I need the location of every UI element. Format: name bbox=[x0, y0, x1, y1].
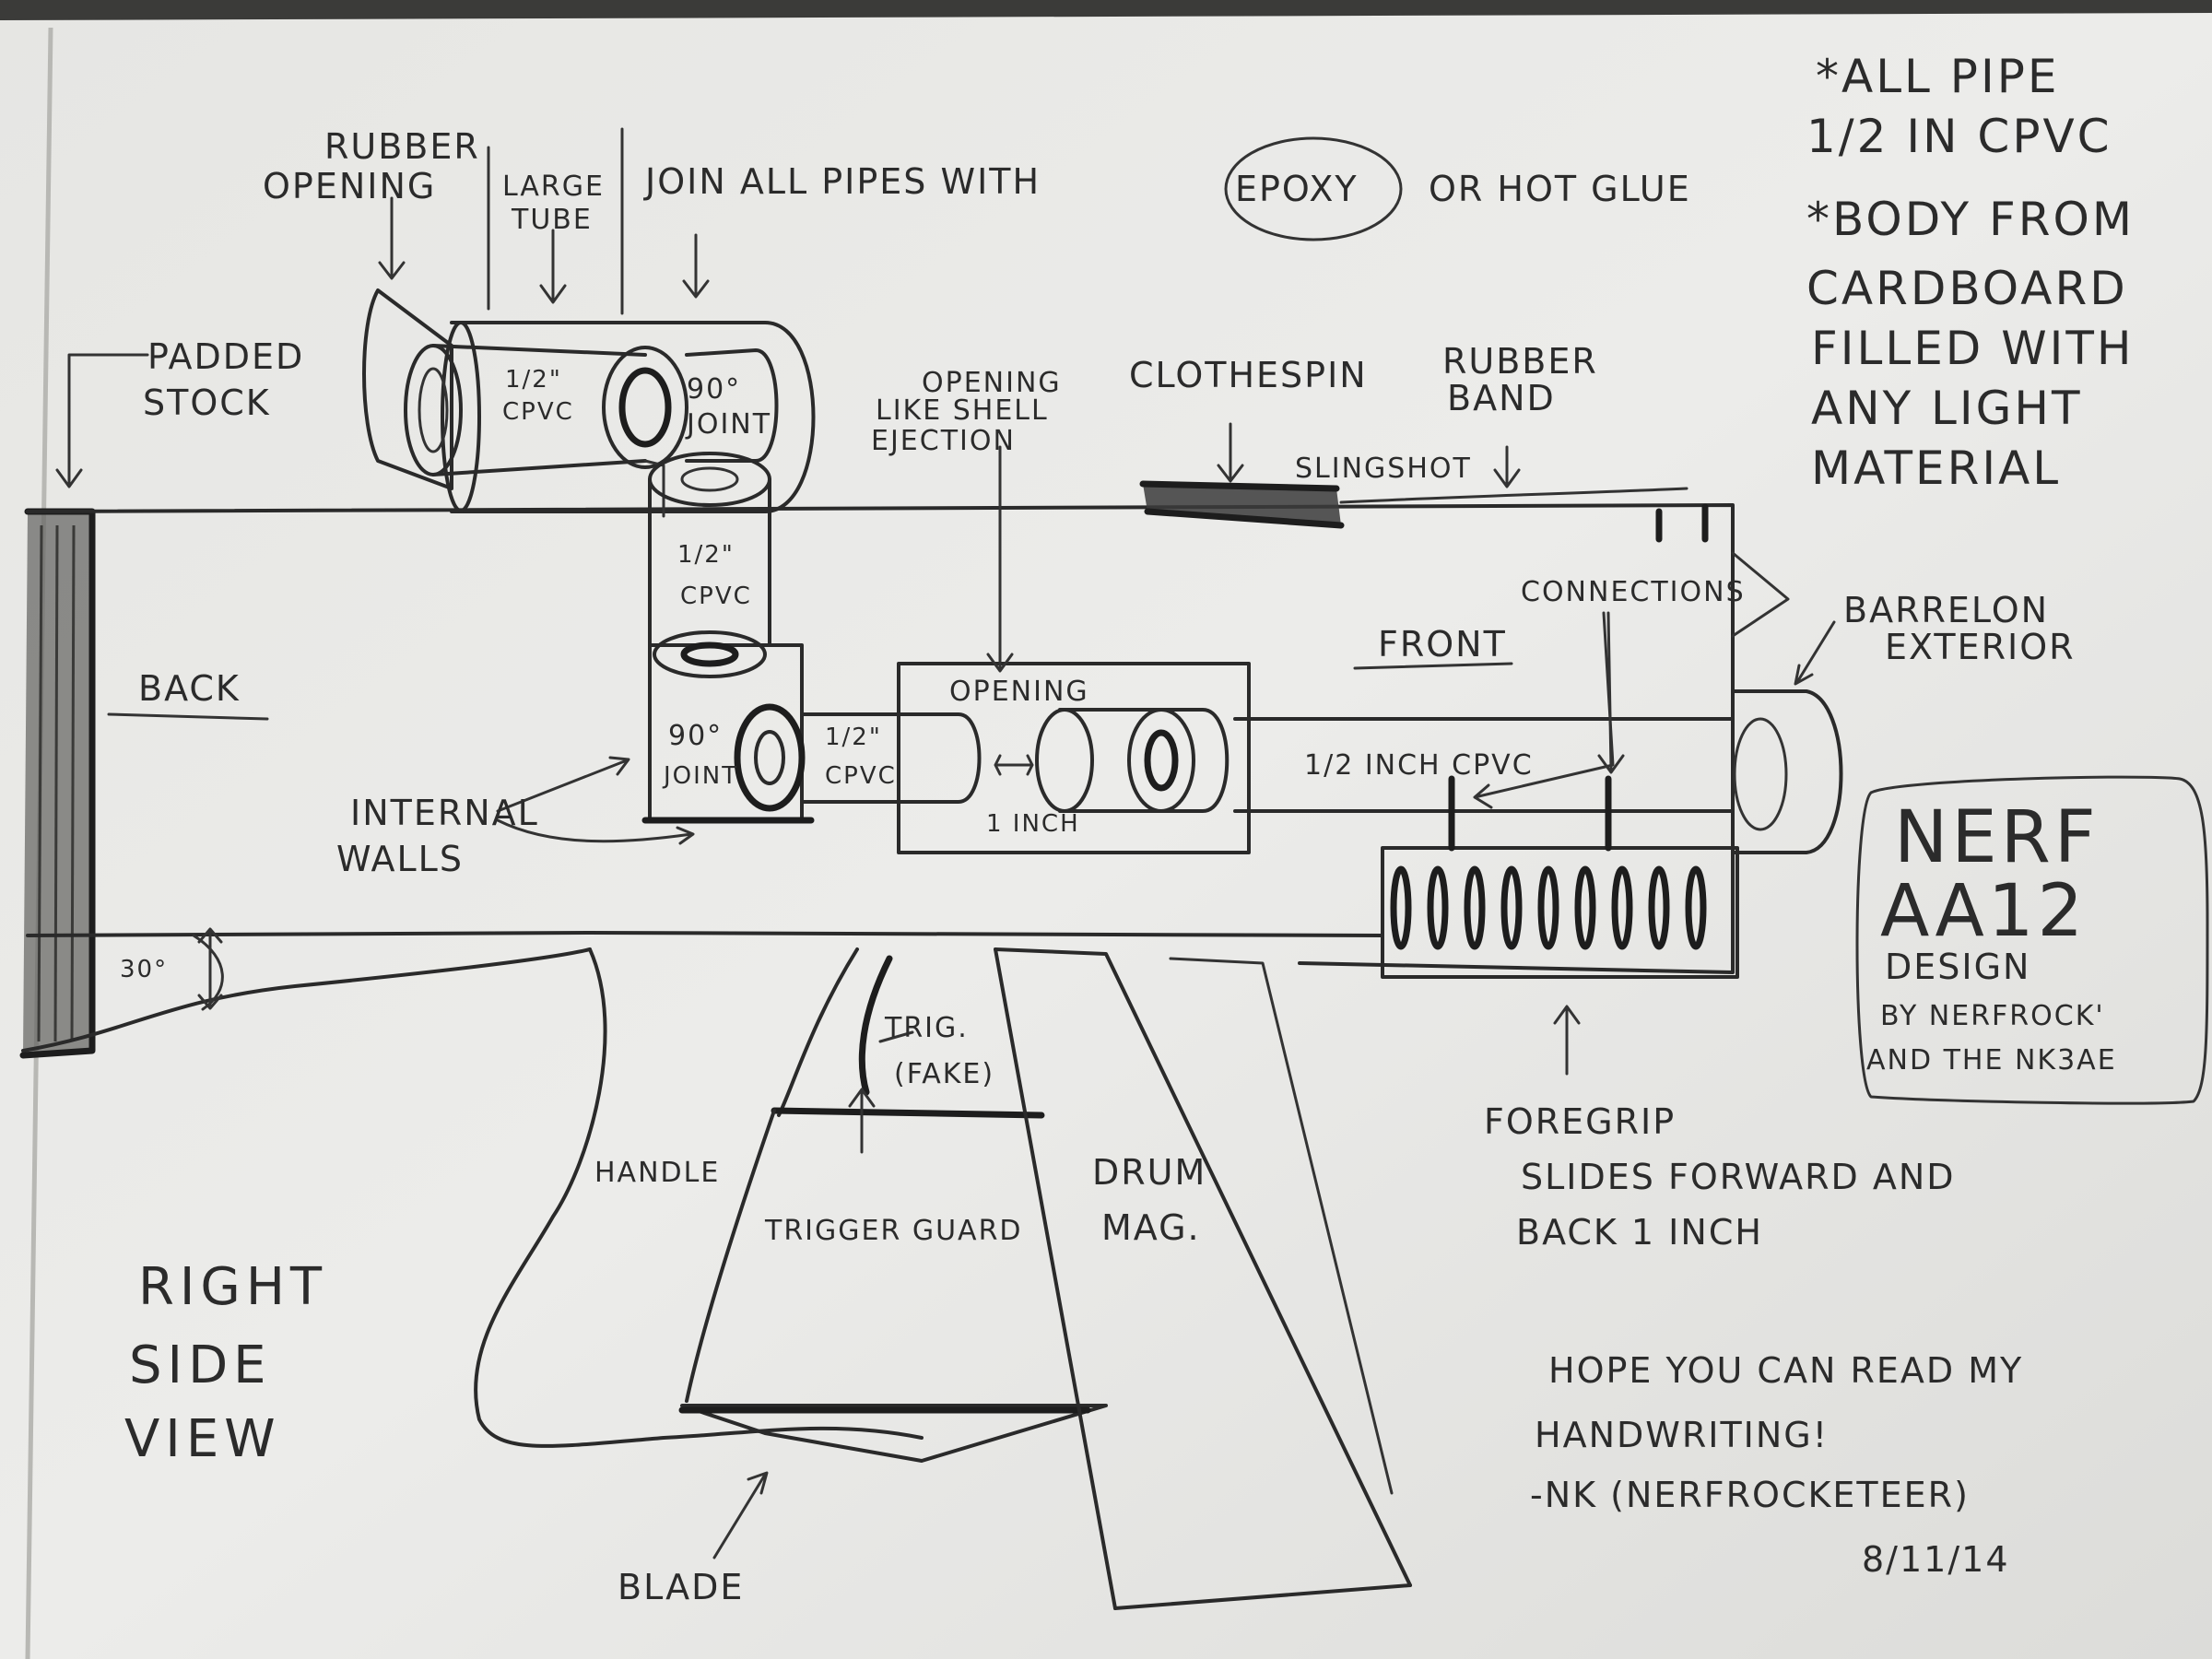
label-internal: INTERNAL bbox=[350, 793, 539, 833]
note-body-4: ANY LIGHT bbox=[1811, 382, 2083, 435]
inner-pipe bbox=[800, 662, 1735, 854]
label-opening: OPENING bbox=[949, 676, 1089, 708]
label-opening-shell-2: LIKE SHELL bbox=[876, 394, 1049, 427]
note-pipe-2: 1/2 IN CPVC bbox=[1806, 110, 2112, 163]
label-joint-bottom-1: 90° bbox=[668, 720, 723, 752]
label-large-tube-1: LARGE bbox=[502, 171, 605, 203]
label-barrel-2: EXTERIOR bbox=[1885, 627, 2076, 667]
label-front: FRONT bbox=[1378, 624, 1507, 665]
lower-joint bbox=[641, 630, 815, 824]
label-handle: HANDLE bbox=[594, 1157, 720, 1189]
label-hot-glue: OR HOT GLUE bbox=[1429, 169, 1691, 209]
vertical-pipe bbox=[648, 452, 771, 647]
back-underline bbox=[107, 712, 269, 721]
label-cpvc-top-1: 1/2" bbox=[505, 366, 562, 394]
note-pipe-1: *ALL PIPE bbox=[1816, 50, 2059, 103]
label-side: SIDE bbox=[129, 1335, 272, 1395]
label-large-tube-2: TUBE bbox=[511, 204, 593, 236]
paper-top-edge bbox=[0, 0, 2212, 20]
rubber-band bbox=[1339, 487, 1709, 543]
label-cpvc-vert-1: 1/2" bbox=[677, 541, 735, 569]
label-mag: MAG. bbox=[1101, 1207, 1201, 1248]
label-foregrip-2: SLIDES FORWARD AND bbox=[1521, 1157, 1956, 1197]
label-connections: CONNECTIONS bbox=[1521, 576, 1746, 608]
label-slingshot: SLINGSHOT bbox=[1295, 453, 1472, 485]
label-angle: 30° bbox=[120, 956, 168, 983]
label-opening-shell-3: EJECTION bbox=[871, 425, 1016, 457]
label-back: BACK bbox=[138, 668, 241, 709]
note-body-2: CARDBOARD bbox=[1806, 262, 2128, 315]
label-right: RIGHT bbox=[138, 1257, 327, 1317]
label-half-inch-cpvc: 1/2 INCH CPVC bbox=[1304, 749, 1534, 782]
label-rubber-band-2: BAND bbox=[1447, 378, 1556, 418]
label-cpvc-vert-2: CPVC bbox=[680, 582, 752, 610]
label-trigger-2: (FAKE) bbox=[894, 1058, 994, 1090]
label-one-inch: 1 INCH bbox=[986, 810, 1080, 838]
subtitle-by: BY NERFROCK' bbox=[1880, 1000, 2105, 1032]
clothespin bbox=[1139, 480, 1345, 529]
label-foregrip-3: BACK 1 INCH bbox=[1516, 1212, 1763, 1253]
label-rubber-band-1: RUBBER bbox=[1442, 341, 1598, 382]
note-body-3: FILLED WITH bbox=[1811, 322, 2135, 375]
label-cpvc-bottom-2: CPVC bbox=[825, 762, 897, 790]
subtitle-design: DESIGN bbox=[1885, 947, 2030, 987]
title-aa12: AA12 bbox=[1880, 870, 2087, 953]
label-joint-top-2: JOINT bbox=[685, 408, 771, 441]
label-stock: STOCK bbox=[143, 382, 271, 423]
label-padded: PADDED bbox=[147, 336, 304, 377]
label-joint-bottom-2: JOINT bbox=[662, 762, 738, 790]
label-walls: WALLS bbox=[336, 839, 464, 879]
label-view: VIEW bbox=[124, 1409, 281, 1469]
barrel-exterior bbox=[1731, 689, 1843, 854]
foregrip bbox=[1381, 775, 1739, 979]
front-underline bbox=[1353, 662, 1513, 670]
signature-line-2: HANDWRITING! bbox=[1535, 1415, 1829, 1455]
note-body-1: *BODY FROM bbox=[1806, 193, 2135, 246]
label-drum: DRUM bbox=[1092, 1152, 1206, 1193]
note-body-5: MATERIAL bbox=[1811, 441, 2061, 495]
label-cpvc-top-2: CPVC bbox=[502, 398, 574, 426]
angle-marker bbox=[192, 927, 224, 1011]
title-box bbox=[1855, 775, 2209, 1105]
label-epoxy: EPOXY bbox=[1235, 169, 1359, 209]
label-blade: BLADE bbox=[618, 1567, 744, 1607]
padded-stock-pad bbox=[19, 508, 96, 1059]
signature-line-3: -NK (NERFROCKETEER) bbox=[1530, 1475, 1970, 1515]
label-rubber-2: OPENING bbox=[263, 166, 436, 206]
label-foregrip-1: FOREGRIP bbox=[1484, 1101, 1676, 1142]
handle bbox=[474, 947, 1108, 1463]
label-rubber-1: RUBBER bbox=[324, 126, 480, 167]
label-joint-top-1: 90° bbox=[687, 373, 741, 406]
label-opening-shell-1: OPENING bbox=[922, 367, 1062, 399]
blaster-body bbox=[21, 503, 1790, 1053]
label-trigger-guard: TRIGGER GUARD bbox=[764, 1215, 1023, 1247]
leader-lines bbox=[55, 127, 1836, 1559]
epoxy-circle bbox=[1224, 136, 1403, 241]
rear-large-tube bbox=[362, 288, 816, 518]
signature-date: 8/11/14 bbox=[1862, 1539, 2010, 1580]
subtitle-and: AND THE NK3AE bbox=[1866, 1044, 2117, 1077]
label-trigger-1: TRIG. bbox=[884, 1012, 969, 1044]
signature-line-1: HOPE YOU CAN READ MY bbox=[1548, 1350, 2023, 1391]
label-cpvc-bottom-1: 1/2" bbox=[825, 724, 882, 751]
label-clothespin: CLOTHESPIN bbox=[1129, 355, 1368, 395]
label-join-pipes: JOIN ALL PIPES WITH bbox=[643, 161, 1041, 202]
drum-mag bbox=[994, 947, 1412, 1610]
label-barrel-1: BARRELON bbox=[1843, 590, 2049, 630]
title-nerf: NERF bbox=[1894, 796, 2100, 879]
